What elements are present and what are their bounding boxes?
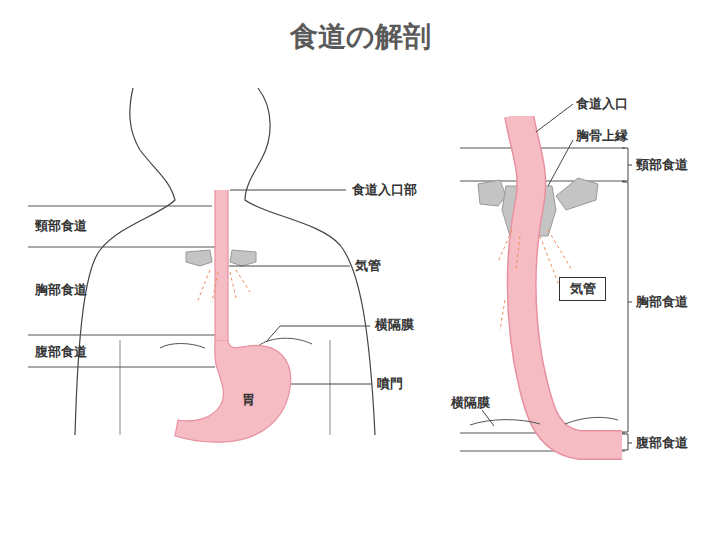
trachea-branch (198, 270, 250, 302)
node-text: 胃 (242, 392, 255, 408)
fade-mask (500, 100, 540, 116)
node-text: 気管 (570, 281, 596, 297)
sternum (478, 180, 506, 206)
part-label: 胸部食道 (35, 282, 87, 298)
part-label: 腹部食道 (636, 435, 688, 451)
part-label: 腹部食道 (35, 344, 87, 360)
node-outline (172, 340, 297, 446)
part-label: 横隔膜 (451, 395, 490, 411)
esophagus-outline (519, 115, 622, 445)
stomach-shape: 胃 (172, 340, 297, 446)
stomach-outline (175, 340, 291, 442)
diaphragm (160, 338, 312, 348)
part-label: 気管 (355, 258, 381, 274)
part-label: 頸部食道 (35, 218, 87, 234)
part-label: 胸骨上縁 (576, 128, 628, 144)
part-label: 噴門 (377, 376, 403, 392)
body-outline (75, 88, 175, 435)
clavicle (230, 250, 256, 266)
sternum (556, 178, 598, 210)
part-label: 食道入口 (576, 96, 628, 112)
level-line (28, 206, 220, 367)
part-label: 頸部食道 (636, 157, 688, 173)
esophagus (519, 115, 622, 445)
esophagus-outline (215, 190, 228, 341)
part-label: 食道入口部 (352, 182, 417, 198)
part-label: 横隔膜 (375, 317, 414, 333)
diagram-title: 食道の解剖 (0, 20, 720, 54)
clavicle (186, 250, 212, 266)
label-box: 気管 (559, 277, 606, 301)
esophagus (215, 190, 228, 341)
part-label: 胸部食道 (636, 294, 688, 310)
leader-line (482, 104, 573, 426)
bracket (622, 148, 632, 450)
